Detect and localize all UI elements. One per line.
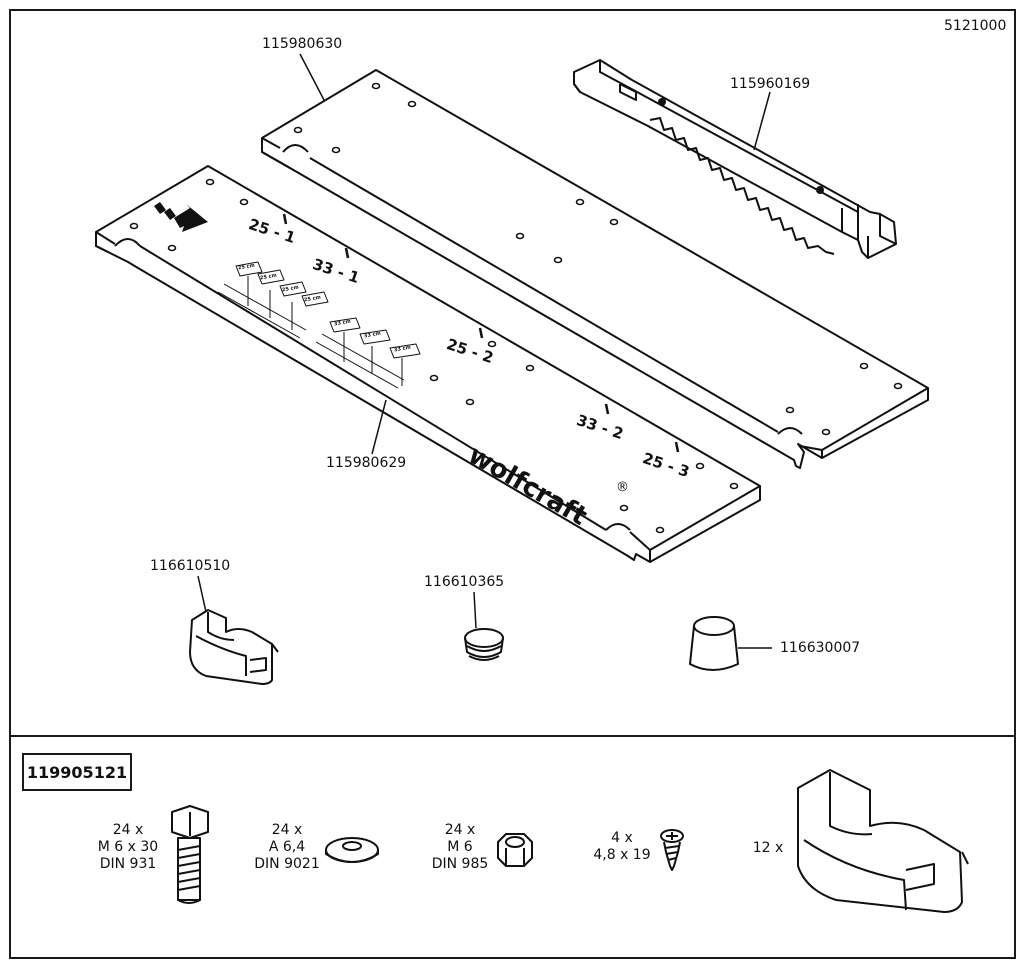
part-label-cap: 116630007 [780,640,861,656]
part-label-blade: 115960169 [730,76,811,92]
top-plate-drawing [261,69,929,469]
kit-item-size: 4,8 x 19 [593,847,651,863]
doc-number-label: 5121000 [944,18,1007,34]
part-label-plug: 116610365 [424,574,505,590]
kit-item-clamp-spec: 12 x [748,840,788,857]
kit-item-qty: 24 x [271,822,303,838]
cap-drawing [689,616,739,671]
kit-item-qty: 24 x [112,822,144,838]
top-plate-holes [293,82,903,436]
kit-item-bolt-spec: 24 x M 6 x 30 DIN 931 [96,822,160,873]
bolt-drawing [171,805,209,904]
kit-item-norm: DIN 9021 [254,856,320,872]
large-clamp-drawing [797,769,969,913]
saw-blade-drawing [573,59,897,259]
saw-blade-rivets [658,98,824,194]
kit-item-norm: DIN 985 [431,856,489,872]
bottom-plate-ticks [282,213,680,453]
kit-number: 119905121 [22,753,132,791]
kit-item-nut-spec: 24 x M 6 DIN 985 [428,822,492,873]
kit-item-qty: 4 x [611,830,633,846]
kit-item-washer-spec: 24 x A 6,4 DIN 9021 [252,822,322,873]
part-label-bottom-plate: 115980629 [326,455,407,471]
screw-drawing [660,829,684,871]
kit-frame [9,735,1016,959]
kit-item-qty: 24 x [444,822,476,838]
clamp-drawing [189,609,279,685]
bottom-plate-drawing [95,165,761,563]
part-label-top-plate: 115980630 [262,36,343,52]
registered-mark: ® [616,480,629,495]
leader-lines [197,53,772,649]
plug-drawing [464,628,504,661]
bottom-plate-holes [129,178,739,534]
nut-drawing [497,833,533,867]
kit-item-norm: DIN 931 [99,856,157,872]
part-label-clamp: 116610510 [150,558,231,574]
kit-item-size: M 6 [447,839,473,855]
scale-boxes [217,261,421,389]
kit-item-size: M 6 x 30 [97,839,159,855]
kit-item-size: A 6,4 [268,839,306,855]
washer-drawing [325,837,379,863]
kit-item-screw-spec: 4 x 4,8 x 19 [590,830,654,864]
direction-arrow-icon [154,202,208,232]
kit-item-qty: 12 x [752,840,784,856]
